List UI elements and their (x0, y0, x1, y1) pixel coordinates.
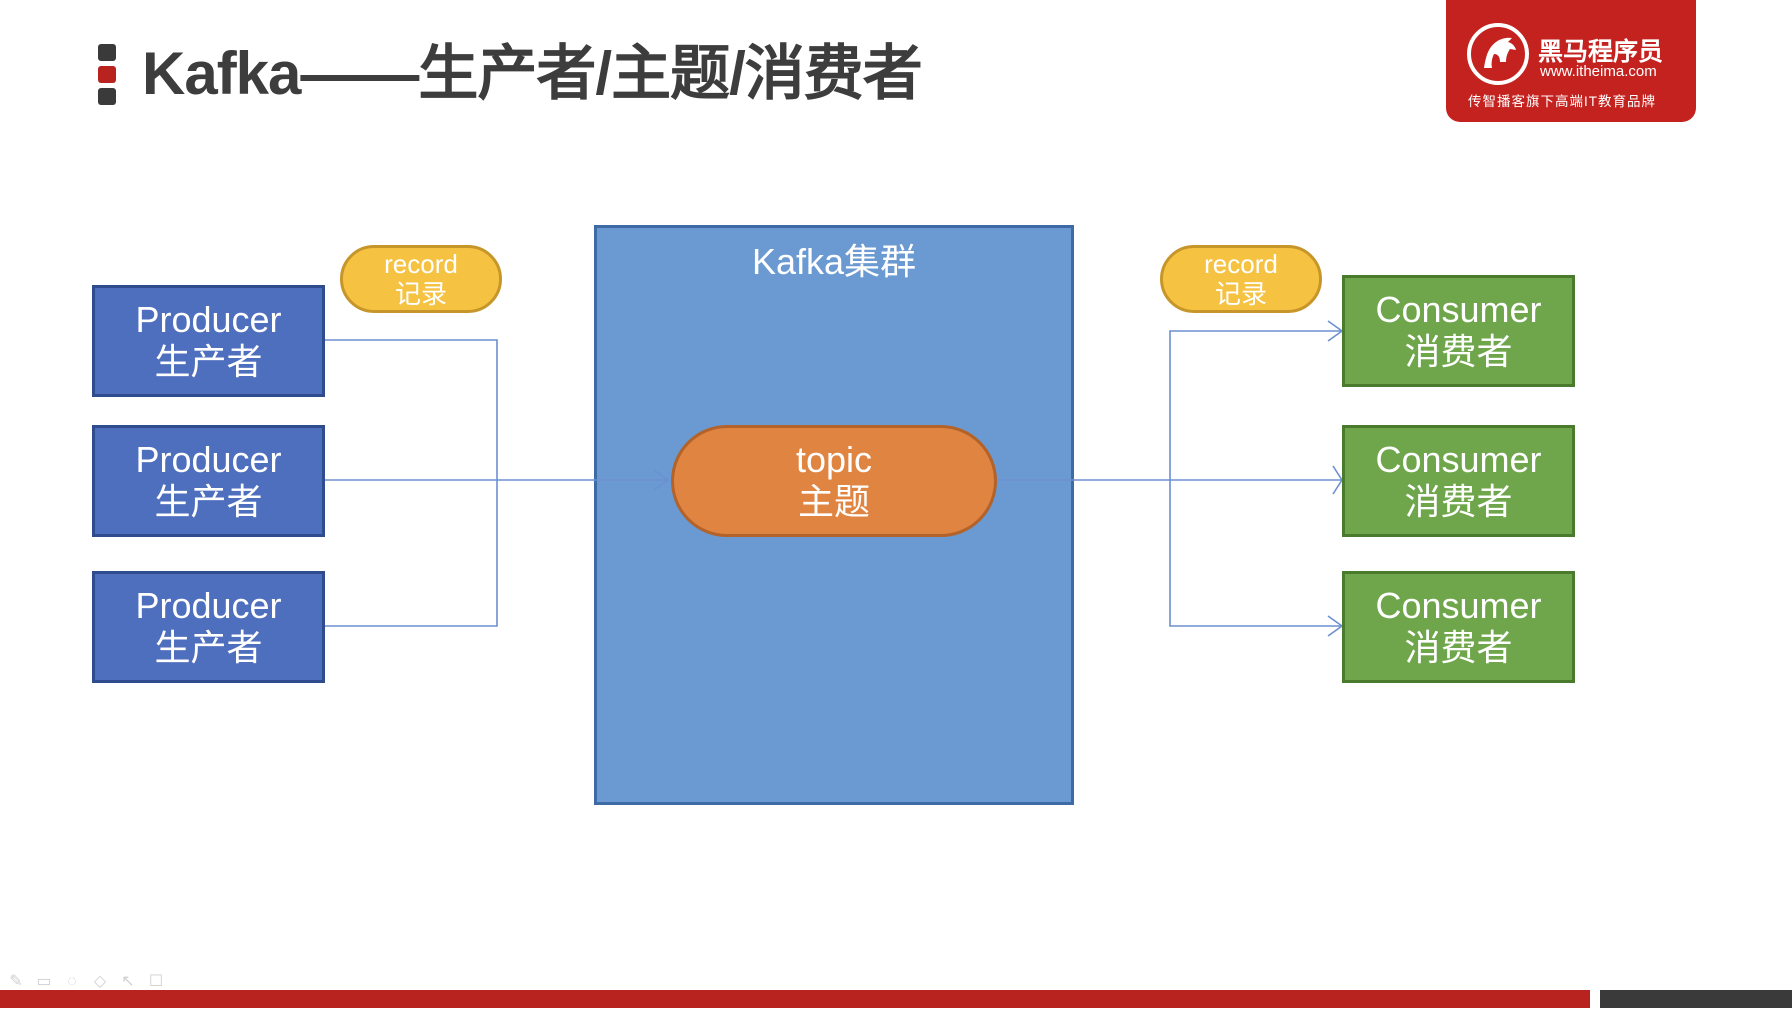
consumer-label-en: Consumer (1375, 439, 1542, 480)
footer-bar-dark (1600, 990, 1792, 1008)
producer-label-zh: 生产者 (154, 627, 263, 668)
note-icon[interactable]: ☐ (148, 973, 164, 990)
record-label-zh: 记录 (1214, 279, 1267, 309)
shape-icon[interactable]: ◇ (93, 973, 107, 990)
producer-box: Producer 生产者 (92, 425, 325, 537)
producer-label-en: Producer (135, 439, 282, 480)
topic-node: topic 主题 (671, 425, 997, 537)
consumer-box: Consumer 消费者 (1342, 425, 1575, 537)
record-label-en: record (1204, 249, 1278, 279)
presenter-toolbar: ✎ ▭ ◌ ◇ ↖ ☐ (6, 972, 166, 994)
producer-box: Producer 生产者 (92, 285, 325, 397)
consumer-box: Consumer 消费者 (1342, 275, 1575, 387)
logo-slogan: 传智播客旗下高端IT教育品牌 (1468, 94, 1656, 109)
logo-url: www.itheima.com (1540, 63, 1657, 80)
horse-head-icon (1467, 23, 1529, 85)
pen-icon[interactable]: ✎ (9, 973, 23, 990)
topic-label-en: topic (795, 439, 873, 480)
topic-label-zh: 主题 (797, 481, 870, 522)
record-bubble-left: record 记录 (340, 245, 502, 313)
consumer-label-en: Consumer (1375, 289, 1542, 330)
producer-label-en: Producer (135, 299, 282, 340)
logo-name: 黑马程序员 (1538, 38, 1664, 66)
record-bubble-right: record 记录 (1160, 245, 1322, 313)
producer-box: Producer 生产者 (92, 571, 325, 683)
producer-label-zh: 生产者 (154, 341, 263, 382)
consumer-label-zh: 消费者 (1404, 481, 1513, 522)
record-label-en: record (384, 249, 458, 279)
producer-label-zh: 生产者 (154, 481, 263, 522)
record-label-zh: 记录 (394, 279, 447, 309)
cluster-label: Kafka集群 (751, 241, 917, 282)
highlighter-icon[interactable]: ▭ (36, 973, 52, 990)
consumer-label-en: Consumer (1375, 585, 1542, 626)
footer-bar-red (0, 990, 1590, 1008)
eraser-icon[interactable]: ◌ (67, 973, 77, 990)
consumer-label-zh: 消费者 (1404, 331, 1513, 372)
pointer-icon[interactable]: ↖ (121, 973, 135, 990)
slide-title: Kafka——生产者/主题/消费者 (142, 40, 923, 107)
producer-label-en: Producer (135, 585, 282, 626)
brand-logo: 黑马程序员 www.itheima.com 传智播客旗下高端IT教育品牌 (1446, 0, 1696, 122)
consumer-box: Consumer 消费者 (1342, 571, 1575, 683)
stacked-squares-icon (98, 44, 116, 106)
consumer-label-zh: 消费者 (1404, 627, 1513, 668)
